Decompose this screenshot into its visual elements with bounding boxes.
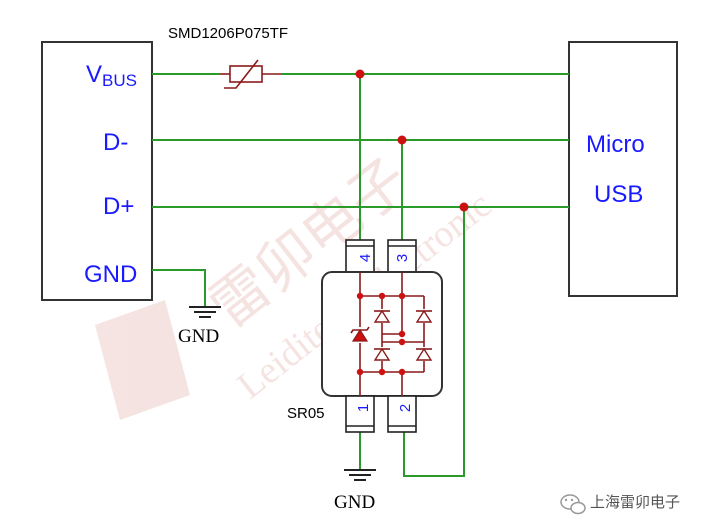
- pin3-number: 3: [394, 254, 411, 262]
- diode-upper-right: [415, 309, 433, 323]
- diode-upper-left: [373, 309, 391, 323]
- tvs-diode-main: [350, 326, 370, 342]
- micro-label: Micro: [586, 131, 645, 158]
- gnd-text-bottom: GND: [334, 492, 375, 513]
- wires: [152, 73, 569, 477]
- chip-internal-circuit: [350, 272, 433, 396]
- right-connector-box: [568, 41, 678, 297]
- left-connector-box: [41, 41, 153, 301]
- fuse-part-label: SMD1206P075TF: [168, 25, 288, 42]
- footer-tag: 上海雷卯电子: [560, 494, 680, 515]
- usb-label: USB: [594, 181, 643, 208]
- sr05-part-label: SR05: [287, 405, 325, 422]
- junctions: [355, 69, 469, 212]
- sr05-chip: 4 3 1 2: [287, 239, 443, 433]
- vbus-label: VBUS: [86, 61, 137, 90]
- dplus-label: D+: [103, 193, 134, 220]
- diode-lower-left: [373, 347, 391, 361]
- gnd-label: GND: [84, 261, 137, 288]
- watermark-logo: [95, 300, 190, 420]
- gnd-symbol-bottom: GND: [334, 469, 376, 513]
- wechat-icon: [560, 494, 586, 515]
- junction-dplus: [459, 202, 469, 212]
- diode-lower-right: [415, 347, 433, 361]
- gnd-text-top: GND: [178, 326, 219, 347]
- junction-vbus: [355, 69, 365, 79]
- gnd-symbol-left: GND: [178, 306, 221, 347]
- gnd-wire-left: [152, 269, 206, 307]
- pin4-number: 4: [357, 254, 374, 262]
- ptc-fuse-symbol: [220, 59, 282, 89]
- pin1-number: 1: [355, 404, 372, 412]
- dminus-label: D-: [103, 129, 128, 156]
- footer-text: 上海雷卯电子: [590, 494, 680, 511]
- junction-dminus: [397, 135, 407, 145]
- pin2-wire: [403, 207, 465, 477]
- pin2-number: 2: [397, 404, 414, 412]
